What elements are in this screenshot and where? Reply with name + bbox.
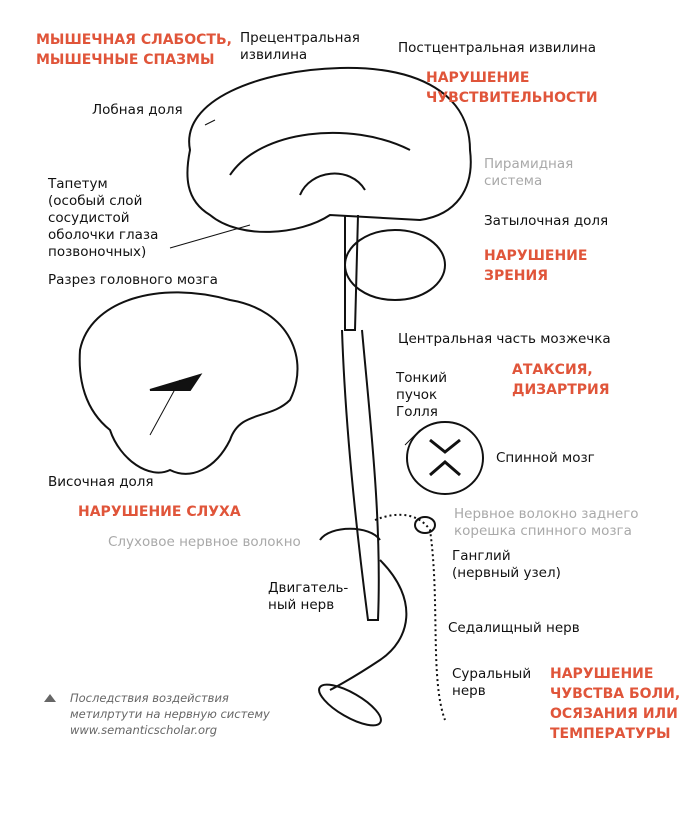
cerebellum bbox=[344, 229, 446, 301]
brainstem bbox=[344, 214, 359, 331]
label-occipital: Затылочная доля bbox=[484, 213, 609, 229]
spinal-cord bbox=[341, 329, 380, 621]
ganglion bbox=[414, 516, 436, 534]
label-spinal-cord: Спинной мозг bbox=[496, 450, 595, 466]
label-pyramidal: Пирамидная система bbox=[484, 156, 574, 189]
label-dorsal-root: Нервное волокно заднего корешка спинного… bbox=[454, 506, 639, 539]
thalamus bbox=[299, 172, 366, 196]
label-postcentral: Постцентральная извилина bbox=[398, 40, 597, 56]
label-auditory: Слуховое нервное волокно bbox=[108, 534, 301, 550]
label-sciatic: Седалищный нерв bbox=[448, 620, 580, 636]
label-tapetum: Тапетум (особый слой сосудистой оболочки… bbox=[48, 176, 159, 260]
sensory-nerve bbox=[374, 513, 446, 721]
label-frontal: Лобная доля bbox=[92, 102, 183, 118]
label-motor-nerve: Двигатель- ный нерв bbox=[268, 580, 349, 613]
effect-vision: НАРУШЕНИЕ ЗРЕНИЯ bbox=[484, 248, 588, 284]
label-precentral: Прецентральная извилина bbox=[240, 30, 360, 63]
gray-matter bbox=[429, 438, 461, 477]
brain-section bbox=[186, 66, 472, 233]
effect-hearing: НАРУШЕНИЕ СЛУХА bbox=[78, 504, 241, 520]
label-ganglion: Ганглий (нервный узел) bbox=[452, 548, 561, 581]
caption: Последствия воздействия метилртути на не… bbox=[70, 691, 270, 737]
label-temporal: Височная доля bbox=[48, 474, 154, 490]
label-cerebellum-center: Центральная часть мозжечка bbox=[398, 331, 611, 347]
auditory-loop bbox=[319, 527, 381, 541]
temporal-brain bbox=[78, 291, 299, 475]
muscle bbox=[318, 683, 382, 727]
label-goll: Тонкий пучок Голля bbox=[396, 370, 448, 420]
corpus-callosum bbox=[229, 131, 411, 176]
label-sural: Суральный нерв bbox=[452, 666, 532, 699]
pointer-lines bbox=[149, 119, 421, 446]
effect-muscle: МЫШЕЧНАЯ СЛАБОСТЬ, МЫШЕЧНЫЕ СПАЗМЫ bbox=[36, 32, 232, 68]
temporal-lobe-mark bbox=[149, 373, 203, 391]
label-brain-section: Разрез головного мозга bbox=[48, 272, 218, 288]
spinal-cord-section bbox=[406, 421, 484, 495]
triangle-icon bbox=[44, 694, 56, 702]
effect-sensitivity: НАРУШЕНИЕ ЧУВСТВИТЕЛЬНОСТИ bbox=[426, 70, 598, 106]
effect-pain: НАРУШЕНИЕ ЧУВСТВА БОЛИ, ОСЯЗАНИЯ ИЛИ ТЕМ… bbox=[550, 666, 681, 742]
effect-ataxia: АТАКСИЯ, ДИЗАРТРИЯ bbox=[512, 362, 610, 398]
